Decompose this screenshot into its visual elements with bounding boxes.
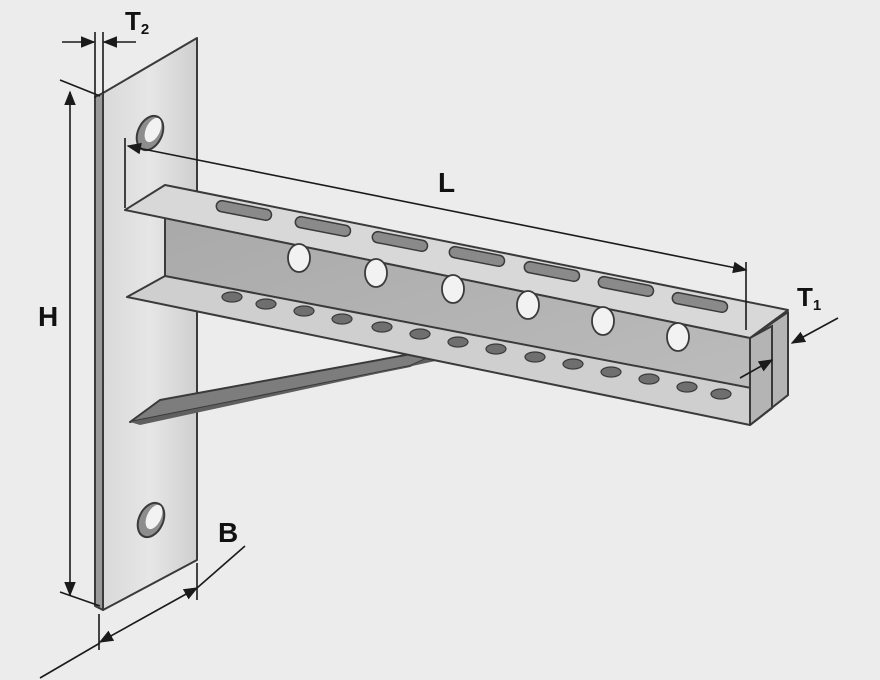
- t1-arrow-lower: [739, 359, 774, 379]
- thickness-1-label: T1: [797, 282, 821, 314]
- width-dimension-line: [98, 587, 199, 643]
- width-label: B: [218, 517, 238, 548]
- length-label: L: [438, 167, 455, 198]
- dimension-lines: [39, 32, 839, 679]
- bottom-flange-holes: [221, 291, 732, 400]
- lower-mounting-hole: [136, 501, 166, 539]
- height-label: H: [38, 301, 58, 332]
- wall-plate: [94, 37, 198, 611]
- t1-arrow-upper: [790, 317, 839, 344]
- length-dimension-line: [126, 142, 748, 274]
- thickness-2-label: T2: [125, 6, 149, 38]
